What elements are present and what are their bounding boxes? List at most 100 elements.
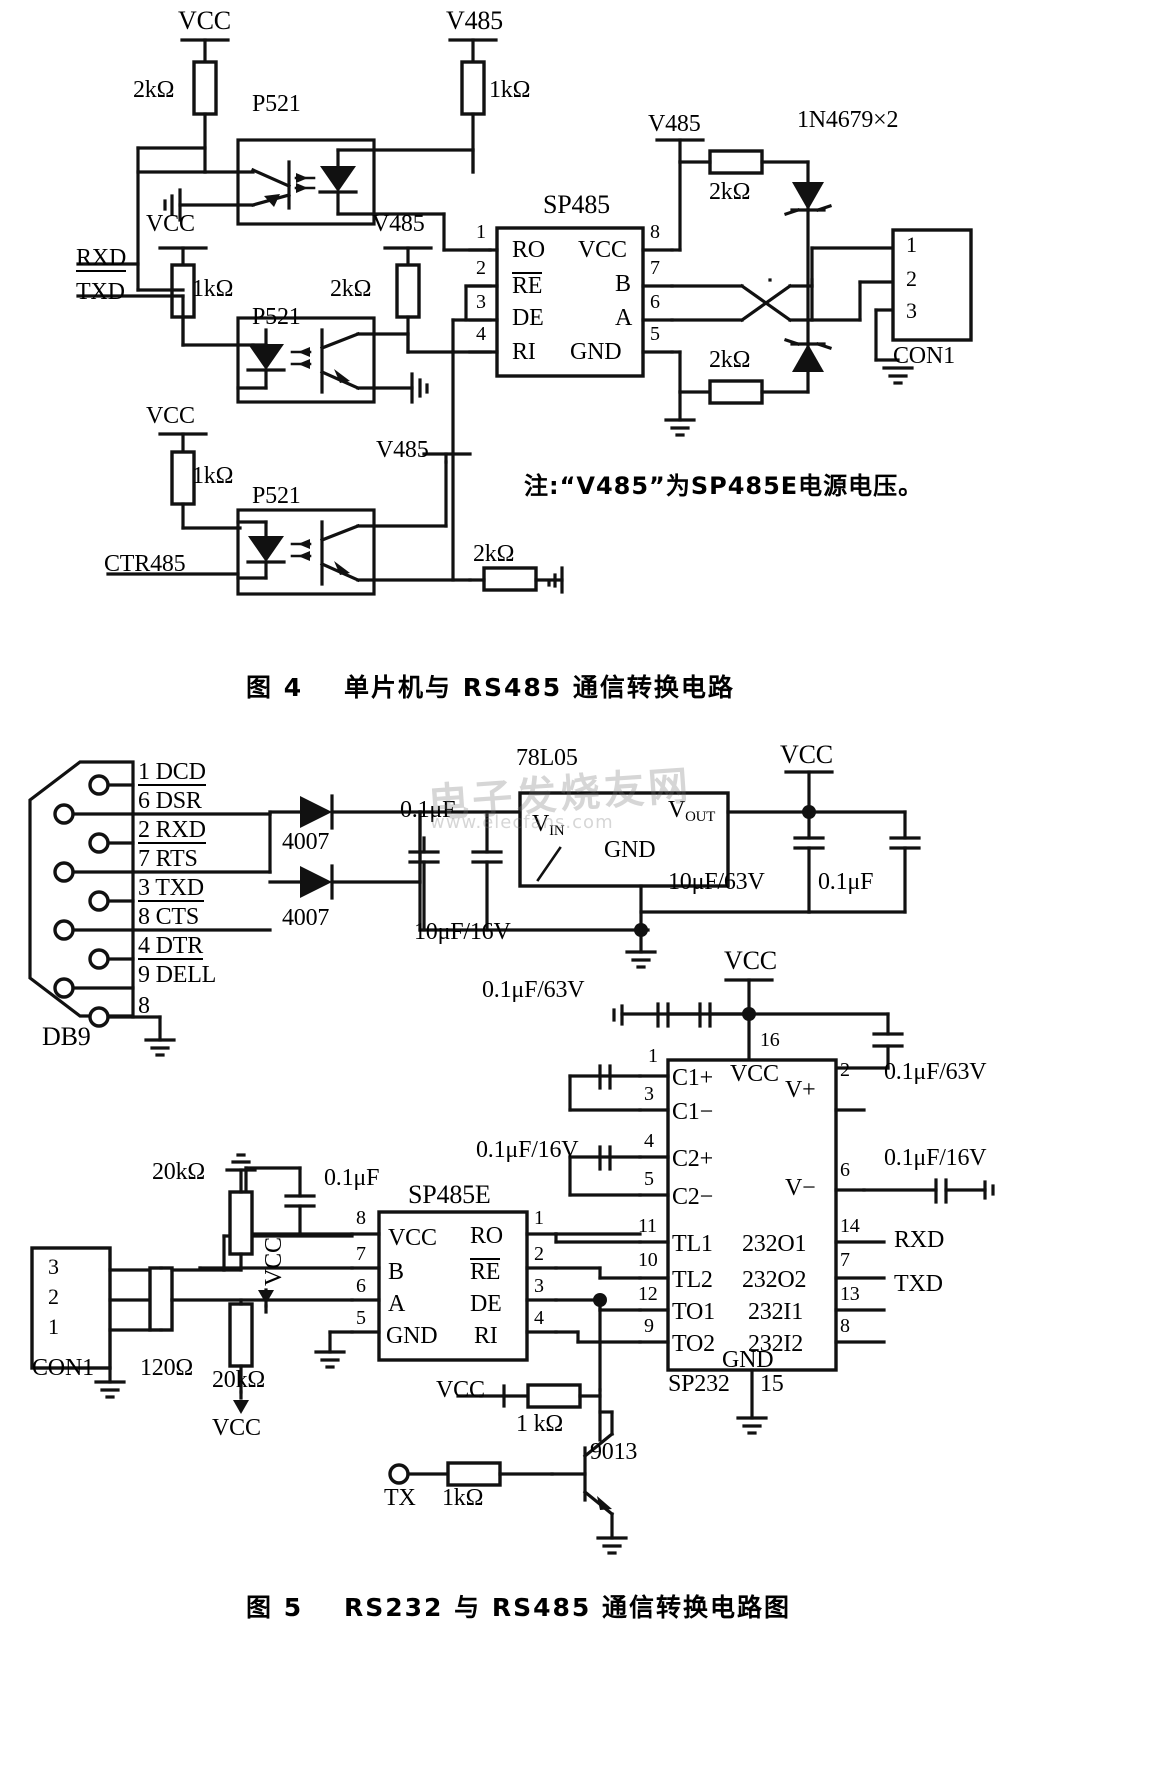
fig4-ic-pin-3: 3 <box>476 291 486 313</box>
sp485e-pin-8: 8 <box>356 1207 366 1229</box>
sp232-label-c2p: C2+ <box>672 1146 713 1172</box>
fig4-v485-bus: V485 <box>648 111 701 137</box>
sp232-pin-16: 16 <box>760 1029 780 1051</box>
fig5-con1-pin-2: 2 <box>48 1284 59 1309</box>
sp232-label-gnd: GND <box>722 1347 774 1373</box>
sp232-label-c1m: C1− <box>672 1099 713 1125</box>
fig4-signal-ctr485: CTR485 <box>104 551 186 577</box>
sp485e-pin-5: 5 <box>356 1307 366 1329</box>
db9-pin-3: 3 TXD <box>138 875 204 902</box>
fig4-note: 注:“V485”为SP485E电源电压。 <box>524 472 924 500</box>
fig4-signal-rxd: RXD <box>76 245 127 272</box>
cap-out-01uf: 0.1μF <box>818 869 874 895</box>
sp232-pin-8: 8 <box>840 1315 850 1337</box>
fig4-caption-number: 图 4 <box>246 673 304 702</box>
sp232-label-232i2: 232I2 <box>748 1331 803 1357</box>
regulator-pin-gnd: GND <box>604 837 656 863</box>
db9-pin-4: 4 DTR <box>138 933 204 960</box>
fig5-vcc-sp232: VCC <box>724 946 777 975</box>
cap-c2: 0.1μF/16V <box>476 1137 579 1163</box>
sp485e-label-b: B <box>388 1259 404 1285</box>
fig4-r-2k-ctr: 2kΩ <box>473 541 515 567</box>
fig4-r-2k-busdn: 2kΩ <box>709 347 751 373</box>
fig4-ic-pin-1: 1 <box>476 221 486 243</box>
fig4-r-1k-a: 1kΩ <box>489 77 531 103</box>
fig4-vcc-mid-left: VCC <box>146 211 195 237</box>
fig4-v485-mid: V485 <box>372 211 425 237</box>
sp485e-vcc-rotated: VCC <box>261 1237 287 1286</box>
fig4-ic-pin-7: 7 <box>650 257 660 279</box>
regulator-pin-vin: VIN <box>532 811 565 840</box>
fig4-opto1-ref: P521 <box>252 91 301 117</box>
sp232-pin-6: 6 <box>840 1159 850 1181</box>
db9-pin-8: 8 CTS <box>138 904 200 930</box>
fig4-ic-pin-8: 8 <box>650 221 660 243</box>
cap-vplus: 0.1μF/63V <box>884 1059 987 1085</box>
sp485e-label-de: DE <box>470 1291 502 1317</box>
cap-sp232-vcc: 0.1μF/63V <box>482 977 585 1003</box>
fig4-ic-pin-2: 2 <box>476 257 486 279</box>
fig4-ic-pin-5: 5 <box>650 323 660 345</box>
sp232-label-vcc: VCC <box>730 1061 779 1087</box>
fig5-caption-text: RS232 与 RS485 通信转换电路图 <box>344 1593 791 1622</box>
sp232-label-tl2: TL2 <box>672 1267 713 1293</box>
cap-input-10uf16v: 10μF/16V <box>414 919 511 945</box>
cap-vminus: 0.1μF/16V <box>884 1145 987 1171</box>
sp485e-pin-3: 3 <box>534 1275 544 1297</box>
sp232-label-232o2: 232O2 <box>742 1267 807 1293</box>
fig4-vcc-top-left: VCC <box>178 6 231 35</box>
sp485e-pin-2: 2 <box>534 1243 544 1265</box>
fig4-con1-ref: CON1 <box>893 343 955 369</box>
bias-r-20k-top: 20kΩ <box>152 1159 206 1185</box>
sp232-ext-txd: TXD <box>894 1271 943 1297</box>
sp232-label-c2m: C2− <box>672 1184 713 1210</box>
sp232-pin-9: 9 <box>644 1315 654 1337</box>
fig4-r-2k-b: 2kΩ <box>330 276 372 302</box>
sp232-pin-1: 1 <box>648 1045 658 1067</box>
fig5-con1-pin-3: 3 <box>48 1254 59 1279</box>
fig4-ic-label-ri: RI <box>512 339 536 365</box>
fig4-vcc-low-left: VCC <box>146 403 195 429</box>
sp232-ext-rxd: RXD <box>894 1227 945 1253</box>
fig4-ic-label-vcc: VCC <box>578 237 627 263</box>
sp485e-label-ri: RI <box>474 1323 498 1349</box>
sp232-label-to1: TO1 <box>672 1299 715 1325</box>
sp485e-label-a: A <box>388 1291 406 1317</box>
fig5-caption-number: 图 5 <box>246 1593 304 1622</box>
driver-transistor: 9013 <box>590 1439 638 1465</box>
fig4-r-1k-c: 1kΩ <box>192 463 234 489</box>
sp232-pin-2: 2 <box>840 1059 850 1081</box>
regulator-pin-vout: VOUT <box>668 797 716 826</box>
fig4-ic-label-ro: RO <box>512 237 545 263</box>
fig4-ic-ref: SP485 <box>543 190 610 219</box>
sp485e-pin-6: 6 <box>356 1275 366 1297</box>
fig4-ic-label-re: RE <box>512 272 543 299</box>
db9-pin-8b: 8 <box>138 993 150 1019</box>
sp232-label-232o1: 232O1 <box>742 1231 807 1257</box>
fig4-ic-label-a: A <box>615 305 633 331</box>
db9-pin-9: 9 DELL <box>138 962 217 988</box>
driver-base-resistor: 1kΩ <box>442 1485 484 1511</box>
sp485e-pin-1: 1 <box>534 1207 544 1229</box>
regulator-ref: 78L05 <box>516 745 578 771</box>
sp232-pin-15: 15 <box>760 1371 784 1397</box>
sp485e-label-gnd: GND <box>386 1323 438 1349</box>
sp232-pin-10: 10 <box>638 1249 658 1271</box>
fig4-ic-pin-4: 4 <box>476 323 486 345</box>
fig4-opto2-ref: P521 <box>252 304 301 330</box>
db9-pin-2: 2 RXD <box>138 817 206 844</box>
sp485e-cap: 0.1μF <box>324 1165 380 1191</box>
sp232-pin-12: 12 <box>638 1283 658 1305</box>
fig4-diode-ref: 1N4679×2 <box>797 107 899 133</box>
fig5-con1-pin-1: 1 <box>48 1314 59 1339</box>
fig4-ic-label-gnd: GND <box>570 339 622 365</box>
cap-out-10uf63v: 10μF/63V <box>668 869 765 895</box>
db9-pin-6: 6 DSR <box>138 788 202 814</box>
sp485e-label-re: RE <box>470 1258 501 1285</box>
sp232-label-to2: TO2 <box>672 1331 715 1357</box>
db9-pin-7: 7 RTS <box>138 846 198 872</box>
sp232-pin-3: 3 <box>644 1083 654 1105</box>
fig4-con1-pin-1: 1 <box>906 232 917 257</box>
